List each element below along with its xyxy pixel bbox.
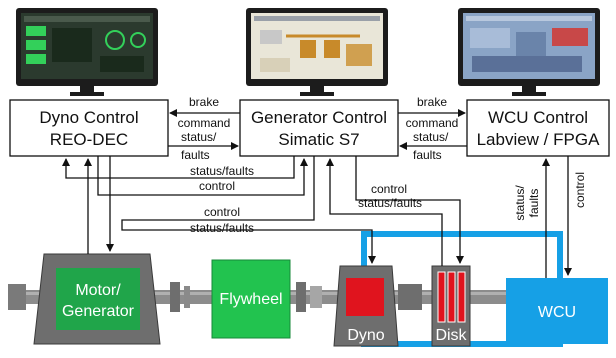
dyno-control-subtitle: REO-DEC: [50, 130, 128, 149]
motor-label-line2: Generator: [62, 303, 135, 320]
motor-label-line1: Motor/: [75, 282, 121, 299]
label-command-right: command: [406, 116, 459, 130]
label-brake-right: brake: [417, 95, 447, 109]
dyno: Dyno: [333, 265, 399, 347]
link-brake-command-right: brake command: [398, 95, 466, 130]
wcu: WCU: [506, 278, 608, 344]
monitor-generator: [246, 8, 388, 96]
generator-control-title: Generator Control: [251, 108, 387, 127]
monitor-wcu: [458, 8, 600, 96]
label-status-right: status/: [413, 130, 449, 144]
flywheel-label: Flywheel: [219, 291, 282, 308]
disk: Disk: [431, 265, 471, 347]
label-status-faults-a: status/faults: [190, 164, 254, 178]
label-faults-right: faults: [413, 148, 442, 162]
wcu-label: WCU: [538, 304, 576, 321]
label-status-faults-b: status/faults: [190, 221, 254, 235]
dyno-control-box: Dyno Control REO-DEC: [9, 99, 169, 157]
dyno-control-title: Dyno Control: [39, 108, 138, 127]
link-brake-command-left: brake command: [169, 95, 240, 130]
link-dyno-to-generator-control: [97, 156, 308, 196]
link-status-faults-left: status/ faults: [168, 130, 239, 162]
label-status-vertical: status/: [513, 185, 527, 221]
label-control-b: control: [204, 205, 240, 219]
label-control-a: control: [199, 179, 235, 193]
monitor-dyno: [16, 8, 158, 96]
label-faults-left: faults: [181, 148, 210, 162]
generator-control-box: Generator Control Simatic S7: [239, 99, 399, 157]
link-status-faults-right: status/ faults: [399, 130, 467, 162]
link-generator-status-to-dyno: [62, 156, 295, 179]
label-faults-vertical: faults: [527, 189, 541, 218]
generator-control-subtitle: Simatic S7: [278, 130, 359, 149]
label-command-left: command: [178, 116, 231, 130]
link-generator-control-to-disk: [355, 156, 464, 264]
dyno-label: Dyno: [347, 327, 384, 344]
wcu-control-subtitle: Labview / FPGA: [477, 130, 600, 149]
label-status-left: status/: [181, 130, 217, 144]
motor-generator: Motor/ Generator: [33, 253, 161, 345]
link-disk-status-to-generator: [326, 158, 443, 266]
wcu-control-title: WCU Control: [488, 108, 588, 127]
label-brake-left: brake: [189, 95, 219, 109]
wcu-control-box: WCU Control Labview / FPGA: [466, 99, 610, 157]
flywheel: Flywheel: [211, 259, 291, 339]
label-control-c: control: [371, 182, 407, 196]
label-status-faults-c: status/faults: [358, 196, 422, 210]
disk-label: Disk: [435, 327, 467, 344]
link-generator-control-to-dyno: [121, 156, 376, 264]
label-control-vertical: control: [573, 172, 587, 208]
